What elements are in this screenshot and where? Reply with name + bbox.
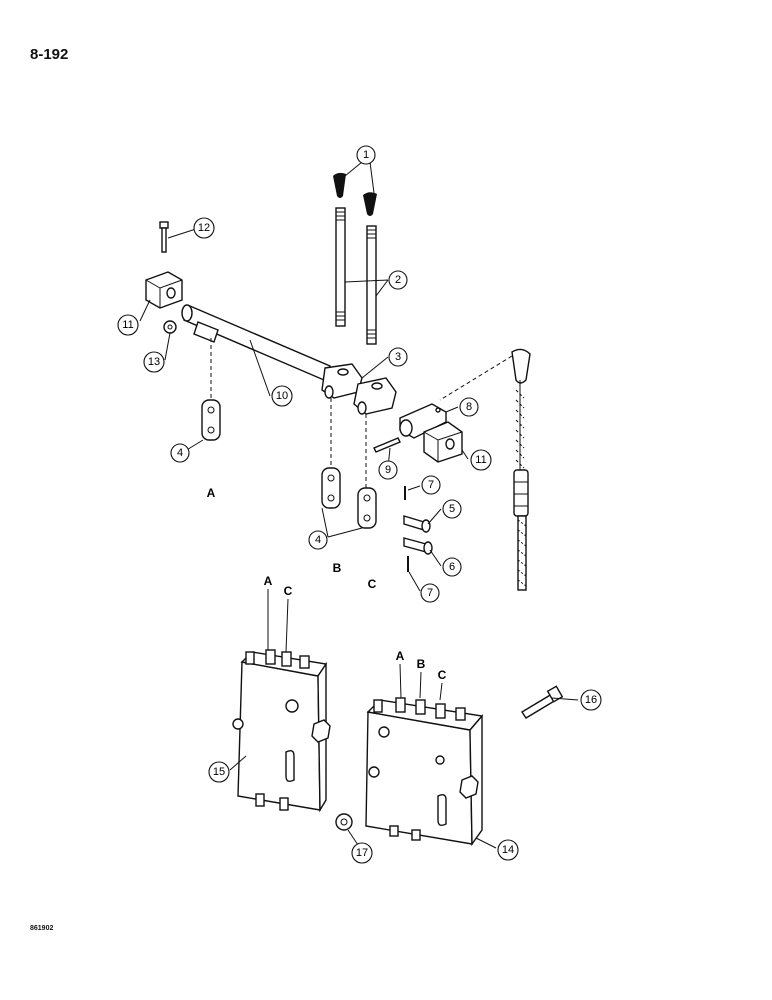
lever-shaft <box>181 304 331 381</box>
callout-14: 14 <box>497 839 519 861</box>
mounting-block <box>145 271 183 309</box>
valve-tie-nut <box>335 813 353 831</box>
svg-text:7: 7 <box>428 479 434 491</box>
callout-2: 2 <box>388 270 408 290</box>
svg-text:1: 1 <box>363 149 369 161</box>
callout-12: 12 <box>193 217 215 239</box>
svg-text:8: 8 <box>466 401 472 413</box>
svg-text:7: 7 <box>427 587 433 599</box>
nut <box>163 320 177 334</box>
svg-text:5: 5 <box>449 503 455 515</box>
svg-text:11: 11 <box>475 454 486 466</box>
svg-text:4: 4 <box>177 447 183 459</box>
valve-tie-bolt <box>521 685 564 719</box>
label-a-valve-14: A <box>396 649 405 663</box>
callout-6: 6 <box>442 557 462 577</box>
callout-16: 16 <box>580 689 602 711</box>
link <box>201 399 221 441</box>
leader-lines <box>139 161 579 849</box>
callout-11-right: 11 <box>470 449 492 471</box>
svg-text:2: 2 <box>395 274 401 286</box>
svg-text:3: 3 <box>395 351 401 363</box>
callout-10: 10 <box>271 385 293 407</box>
callout-5: 5 <box>442 499 462 519</box>
control-cable <box>511 348 531 591</box>
callout-15: 15 <box>208 761 230 783</box>
callout-13: 13 <box>143 351 165 373</box>
svg-text:16: 16 <box>585 694 597 706</box>
callout-1: 1 <box>356 145 376 165</box>
label-a-link: A <box>207 486 216 500</box>
mounting-block <box>423 421 463 463</box>
label-b-valve-14: B <box>417 657 426 671</box>
link <box>321 467 341 509</box>
label-b-link: B <box>333 561 342 575</box>
roll-pin <box>373 437 401 453</box>
svg-text:10: 10 <box>276 390 288 402</box>
callout-17: 17 <box>351 842 373 864</box>
callout-11-left: 11 <box>117 314 139 336</box>
svg-text:12: 12 <box>198 222 210 234</box>
callout-3: 3 <box>388 347 408 367</box>
label-c-valve-14: C <box>438 668 447 682</box>
callout-8: 8 <box>459 397 479 417</box>
lever-rod <box>335 207 377 345</box>
bolt <box>159 221 169 253</box>
figure-code: 861902 <box>30 925 54 932</box>
svg-text:13: 13 <box>148 356 160 368</box>
svg-text:9: 9 <box>385 464 391 476</box>
label-c-valve-15: C <box>284 584 293 598</box>
label-c-link: C <box>368 577 377 591</box>
svg-text:4: 4 <box>315 534 321 546</box>
clevis-pin <box>403 515 431 533</box>
cable-clevis <box>399 403 447 439</box>
link <box>357 487 377 529</box>
callout-4-center: 4 <box>308 530 328 550</box>
svg-text:6: 6 <box>449 561 455 573</box>
svg-text:14: 14 <box>502 844 514 856</box>
callout-7-top: 7 <box>421 475 441 495</box>
callout-7-bottom: 7 <box>420 583 440 603</box>
page-number: 8-192 <box>30 46 69 63</box>
label-a-valve-15: A <box>264 574 273 588</box>
clevis-pin <box>403 537 433 555</box>
svg-text:15: 15 <box>213 766 225 778</box>
control-valve-three-spool <box>365 697 484 847</box>
svg-text:17: 17 <box>356 847 368 859</box>
callout-9: 9 <box>378 460 398 480</box>
lever-bracket <box>321 363 397 415</box>
lever-knob <box>333 172 377 216</box>
cotter-pin <box>404 486 409 572</box>
callout-4-left: 4 <box>170 443 190 463</box>
svg-text:11: 11 <box>122 319 133 331</box>
control-valve-two-spool <box>232 649 331 813</box>
